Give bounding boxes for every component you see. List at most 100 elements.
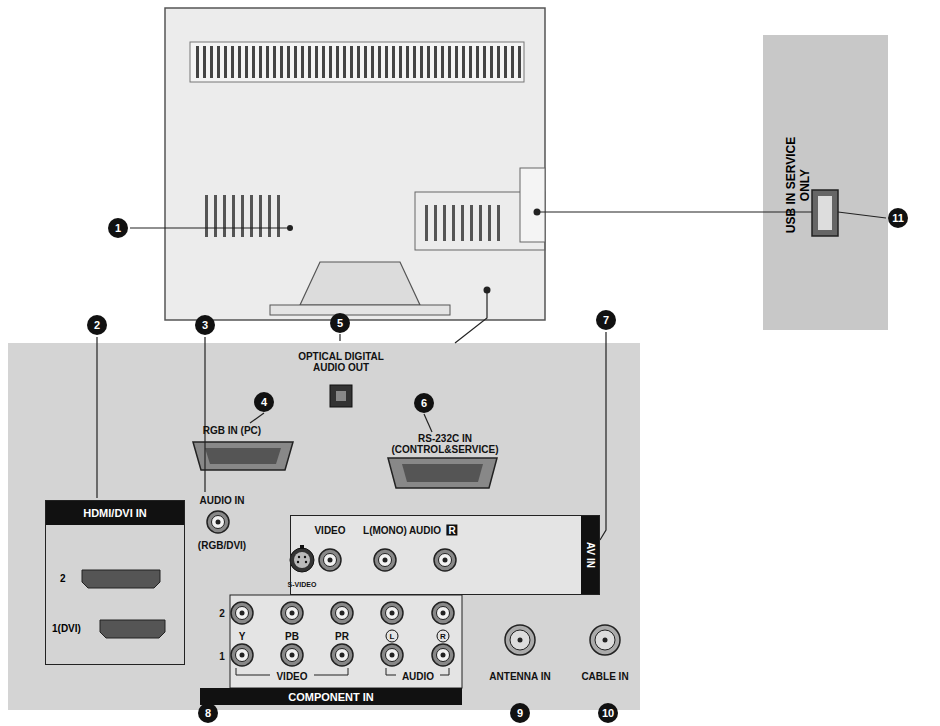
- port-label: R: [437, 630, 450, 643]
- hdmi-box: HDMI/DVI IN21(DVI): [45, 500, 185, 665]
- rca-jack-ring: [386, 649, 399, 662]
- vent-slot: [231, 46, 234, 78]
- vent-slot: [280, 46, 283, 78]
- vent-slot: [268, 195, 271, 237]
- rgb-port: [193, 442, 293, 470]
- node-text: AV IN: [585, 542, 596, 568]
- vent-slot: [483, 46, 486, 78]
- callout-number: 5: [330, 313, 350, 333]
- vent-slot: [301, 46, 304, 78]
- port-label: RGB IN (PC): [203, 425, 261, 436]
- port-label: ANTENNA IN: [489, 671, 550, 682]
- vent-slot: [427, 46, 430, 78]
- port-label: L: [386, 630, 399, 643]
- vent-slot: [217, 46, 220, 78]
- vent-slot: [224, 46, 227, 78]
- rca-jack-ring: [236, 649, 249, 662]
- callout-number: 2: [87, 315, 107, 335]
- vent-slot: [203, 46, 206, 78]
- usb-port-inner: [818, 196, 832, 230]
- rca-jack-pin: [290, 611, 295, 616]
- component-box: [230, 595, 462, 688]
- vent-slot: [315, 46, 318, 78]
- vent-slot: [470, 205, 473, 241]
- callout-number: 7: [596, 310, 616, 330]
- coax-jack-pin: [603, 638, 608, 643]
- vent-slots: [196, 46, 521, 241]
- vent-slot: [443, 205, 446, 241]
- vent-slot: [425, 205, 428, 241]
- vent-slot: [497, 205, 500, 241]
- rca-jack: [381, 644, 403, 666]
- vent-slot: [357, 46, 360, 78]
- rca-jack: [374, 549, 396, 571]
- av-in-band: AV IN: [581, 516, 599, 594]
- vent-slot: [413, 46, 416, 78]
- callout-number: 8: [198, 703, 218, 723]
- vent-slot: [488, 205, 491, 241]
- leader-lines: [97, 212, 886, 540]
- vent-slot: [232, 195, 235, 237]
- rca-jack-ring: [379, 554, 392, 567]
- port-label: S-VIDEO: [288, 581, 317, 589]
- svideo-pin: [304, 556, 306, 558]
- vent-slot: [364, 46, 367, 78]
- vent-slot: [273, 46, 276, 78]
- port-label: CABLE IN: [581, 671, 628, 682]
- rca-jack-pin: [441, 653, 446, 658]
- node-text: COMPONENT IN: [288, 691, 374, 703]
- vent-slot: [371, 46, 374, 78]
- rca-jack-pin: [240, 653, 245, 658]
- svideo-pin: [305, 561, 307, 563]
- vent-slot: [259, 195, 262, 237]
- svideo-pin: [298, 556, 300, 558]
- port-label: 1: [219, 651, 225, 662]
- node-text: 1(DVI): [52, 623, 81, 634]
- vent-slot: [469, 46, 472, 78]
- rs232c-port: [388, 458, 497, 488]
- vent-slot: [214, 195, 217, 237]
- vent-slot: [308, 46, 311, 78]
- vent-slot: [462, 46, 465, 78]
- hdmi-port: [100, 620, 165, 638]
- vent-slot: [490, 46, 493, 78]
- vent-slot: [322, 46, 325, 78]
- vent-slot: [476, 46, 479, 78]
- vent-slot: [252, 46, 255, 78]
- rca-jack: [381, 602, 403, 624]
- rca-jack: [331, 644, 353, 666]
- rca-jack-ring: [324, 554, 337, 567]
- jacks: [207, 511, 620, 666]
- rca-jack-pin: [216, 520, 221, 525]
- coax-jack-pin: [518, 638, 523, 643]
- vent-slot: [196, 46, 199, 78]
- port-label: PR: [335, 631, 349, 642]
- port-label: AUDIO IN: [200, 495, 245, 506]
- callout-number: 3: [195, 315, 215, 335]
- rca-jack-ring: [286, 649, 299, 662]
- rca-jack: [331, 602, 353, 624]
- rca-jack: [231, 644, 253, 666]
- vent-slot: [434, 46, 437, 78]
- rca-jack-pin: [390, 611, 395, 616]
- rs232c-port-inner: [402, 464, 483, 482]
- rca-jack-ring: [439, 554, 452, 567]
- vent-slot: [223, 195, 226, 237]
- rca-jack-ring: [437, 607, 450, 620]
- vent-slot: [479, 205, 482, 241]
- rca-jack-ring: [386, 607, 399, 620]
- callout-number: 6: [414, 393, 434, 413]
- rca-jack: [432, 644, 454, 666]
- node-text: HDMI/DVI IN: [46, 501, 184, 525]
- usb-panel: [763, 35, 888, 330]
- rca-jack: [207, 511, 229, 533]
- vent-slot: [259, 46, 262, 78]
- vent-slot: [250, 195, 253, 237]
- rca-jack-pin: [328, 558, 333, 563]
- vent-slot: [294, 46, 297, 78]
- rca-jack: [432, 602, 454, 624]
- vent-area: [190, 42, 524, 82]
- vent-slot: [238, 46, 241, 78]
- coax-jack: [505, 625, 535, 655]
- port-label: Y: [239, 631, 246, 642]
